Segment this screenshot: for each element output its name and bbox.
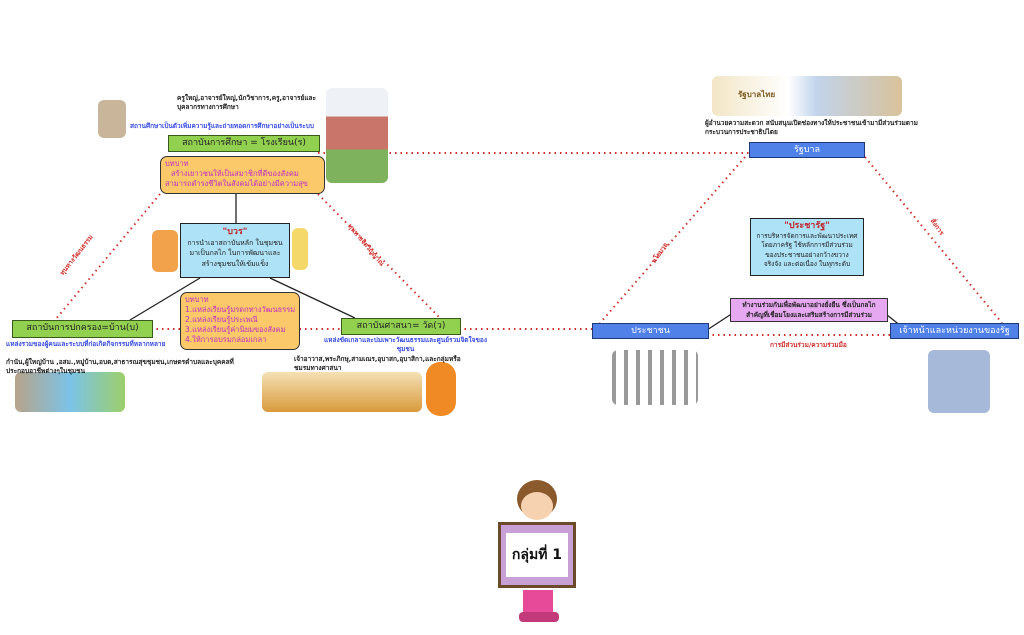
- temple-people-text: เจ้าอาวาส,พระภิกษุ,สามเณร,อุบาสก,อุบาสิก…: [294, 355, 461, 372]
- role-line: 4.ให้การอบรมกล่อมเกลา: [185, 335, 267, 344]
- collab-line: ทำงานร่วมกันเพื่อพัฒนาอย่างยั่งยืน ซึ่งเ…: [742, 301, 876, 309]
- bowon-line: สร้างชุมชนให้เข้มแข็ง: [201, 259, 269, 268]
- school-building-image: [326, 88, 388, 183]
- edge-label-participation: การมีส่วนร่วม/ความร่วมมือ: [770, 341, 847, 349]
- government-logo-text: รัฐบาลไทย: [738, 90, 776, 99]
- pracharat-line: ของประชาชนอย่างกว้างขวาง: [765, 250, 849, 259]
- school-people-text: ครูใหญ่,อาจารย์ใหญ่,นักวิชาการ,ครู,อาจาร…: [177, 94, 317, 111]
- collab-line: สำคัญที่เชื่อมโยงและเสริมสร้างการมีส่วนร…: [746, 311, 872, 319]
- collaboration-box: ทำงานร่วมกันเพื่อพัฒนาอย่างยั่งยืน ซึ่งเ…: [730, 298, 888, 322]
- group-sign-label: กลุ่มที่ 1: [506, 533, 568, 577]
- bowon-line: มาเป็นกลไก ในการพัฒนาและ: [189, 249, 281, 257]
- school-role-line: สามารถดำรงชีวิตในสังคมได้อย่างมีความสุข: [165, 179, 308, 188]
- government-banner: [712, 76, 902, 116]
- officials-box[interactable]: เจ้าหน้าและหน่วยงานของรัฐ: [890, 323, 1019, 339]
- pracharat-title: "ประชารัฐ": [784, 221, 830, 231]
- home-people-text: กำนัน,ผู้ใหญ่บ้าน ,อสม.,หมู่บ้าน,อบต,สาธ…: [6, 358, 234, 375]
- role-line: 3.แหล่งเรียนรู้ค่านิยมของสังคม: [185, 325, 286, 334]
- school-role-box: บทบาท สร้างเยาวชนให้เป็นสมาชิกที่ดีของสั…: [160, 156, 325, 194]
- home-box[interactable]: สถาบันการปกครอง=บ้าน(บ): [12, 320, 153, 338]
- bowon-title: "บวร": [222, 227, 248, 237]
- role-box: บทบาท 1.แหล่งเรียนรู้มรดกทางวัฒนธรรม 2.แ…: [180, 292, 300, 350]
- home-title: สถาบันการปกครอง=บ้าน(บ): [26, 323, 139, 333]
- pracharat-line: การบริหารจัดการและพัฒนาประเทศ: [756, 231, 858, 240]
- school-role-line: สร้างเยาวชนให้เป็นสมาชิกที่ดีของสังคม: [171, 169, 299, 178]
- pracharat-line: จริงจัง และต่อเนื่อง ในทุกระดับ: [763, 260, 851, 268]
- bowon-line: การนำเอาสถาบันหลัก ในชุมชน: [187, 238, 283, 247]
- school-box[interactable]: สถาบันการศึกษา = โรงเรียน(ร): [168, 135, 320, 152]
- gov-box[interactable]: รัฐบาล: [749, 142, 865, 158]
- officials-title: เจ้าหน้าและหน่วยงานของรัฐ: [899, 326, 1010, 336]
- role-line: 2.แหล่งเรียนรู้ประเพณี: [185, 315, 258, 324]
- role-title: บทบาท: [185, 295, 209, 304]
- temple-box[interactable]: สถาบันศาสนา= วัด(ว): [341, 318, 461, 335]
- school-title: สถาบันการศึกษา = โรงเรียน(ร): [182, 138, 306, 148]
- people-illustration: [612, 350, 698, 405]
- temple-desc: แหล่งขัดเกลาและบ่มเพาะวัฒนธรรมและศูนย์รว…: [323, 336, 487, 353]
- role-line: 1.แหล่งเรียนรู้มรดกทางวัฒนธรรม: [185, 305, 296, 314]
- officials-illustration: [928, 350, 990, 413]
- school-desc: สถานศึกษาเป็นตัวเพิ่มความรู้และถ่ายทอดกา…: [130, 122, 314, 130]
- school-role-title: บทบาท: [165, 159, 189, 168]
- gov-title: รัฐบาล: [793, 145, 821, 155]
- pracharat-box: "ประชารัฐ" การบริหารจัดการและพัฒนาประเทศ…: [750, 218, 864, 276]
- bowon-box: "บวร" การนำเอาสถาบันหลัก ในชุมชน มาเป็นก…: [180, 223, 290, 278]
- boy-illustration: [152, 230, 178, 272]
- home-desc: แหล่งรวมของผู้คนและระบบที่ก่อเกิดกิจกรรม…: [6, 340, 166, 348]
- temple-title: สถาบันศาสนา= วัด(ว): [356, 321, 446, 331]
- people-title: ประชาชน: [631, 326, 670, 336]
- girl-illustration: [292, 228, 308, 270]
- gov-desc: ผู้อำนวยความสะดวก สนับสนุนเปิดช่องทางให้…: [705, 119, 918, 136]
- village-illustration: [15, 372, 125, 412]
- monk-illustration: [426, 362, 456, 416]
- pracharat-line: โดยภาครัฐ ใช้หลักการมีส่วนร่วม: [761, 241, 853, 249]
- people-box[interactable]: ประชาชน: [592, 323, 709, 339]
- temple-image: [262, 372, 422, 412]
- girl-with-sign-illustration: กลุ่มที่ 1: [495, 478, 580, 626]
- teachers-illustration: [98, 100, 126, 138]
